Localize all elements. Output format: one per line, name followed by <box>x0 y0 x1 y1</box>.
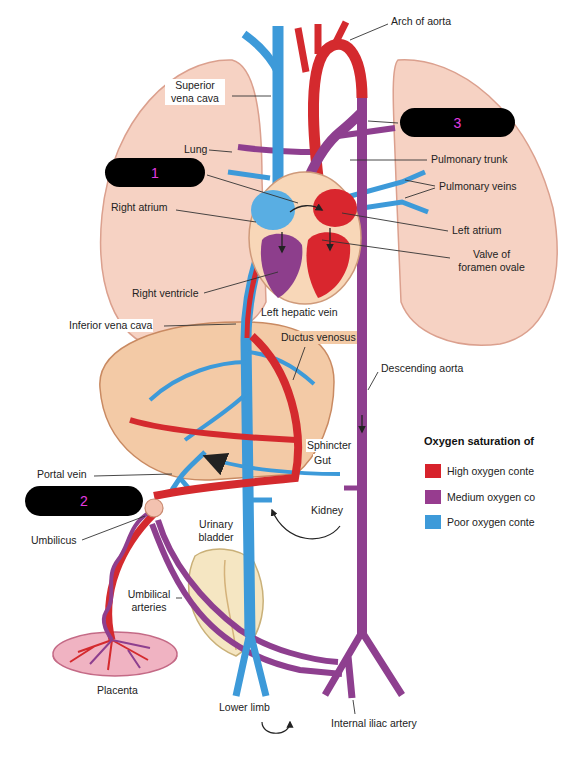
iliac-artery <box>325 632 402 698</box>
superior-vena-cava <box>273 26 284 192</box>
leader-line <box>207 175 298 203</box>
legend-swatch <box>425 490 441 504</box>
leader-line <box>350 24 388 40</box>
part-label: Valve of foramen ovale <box>453 248 530 274</box>
part-label: Oxygen saturation of <box>423 435 535 448</box>
portal-vein <box>172 452 205 490</box>
callout-box: 2 <box>25 486 143 516</box>
renal-artery <box>344 486 362 491</box>
leader-line <box>94 474 172 476</box>
part-label: Arch of aorta <box>390 15 452 28</box>
umbilicus <box>145 499 163 517</box>
part-label: Left atrium <box>451 224 503 237</box>
part-label: Right atrium <box>110 201 169 214</box>
part-label: Lung <box>183 143 208 156</box>
part-label: Umbilicus <box>30 534 78 547</box>
renal-vein <box>252 498 272 503</box>
arch-branch <box>298 22 346 72</box>
right-atrium <box>251 190 295 230</box>
leader-line <box>164 324 236 326</box>
part-label: Superior vena cava <box>165 79 225 105</box>
part-label: Gut <box>313 454 332 467</box>
part-label: Lower limb <box>218 701 271 714</box>
part-label: Internal iliac artery <box>330 717 418 730</box>
callout-number: 1 <box>151 165 159 181</box>
right-lung <box>393 60 557 345</box>
flow-arrow <box>329 228 330 250</box>
descending-aorta <box>357 96 367 636</box>
legend-row: Poor oxygen conte <box>425 514 535 530</box>
brachiocephalic-vein <box>244 34 278 72</box>
leader-line <box>204 272 278 293</box>
portal-branch <box>130 420 296 440</box>
part-label: Sphincter <box>306 439 352 452</box>
left-ventricle <box>306 232 350 298</box>
part-label: Portal vein <box>36 468 88 481</box>
umbilical-vein <box>154 336 298 496</box>
leader-line <box>82 516 145 540</box>
part-label: Descending aorta <box>380 362 464 375</box>
flow-arrow <box>281 232 282 252</box>
legend-text: Poor oxygen conte <box>447 516 535 528</box>
leader-line <box>209 150 232 152</box>
legend-row: Medium oxygen co <box>425 489 535 505</box>
part-label: Inferior vena cava <box>68 319 153 332</box>
legend-text: High oxygen conte <box>447 465 534 477</box>
part-label: Pulmonary trunk <box>430 153 508 166</box>
part-label: Left hepatic vein <box>260 306 338 319</box>
leader-line <box>342 213 448 231</box>
leader-line <box>232 96 271 97</box>
legend-text: Medium oxygen co <box>447 491 535 503</box>
pulmonary-vein <box>228 172 270 178</box>
leader-line <box>350 160 427 161</box>
callout-number: 3 <box>454 115 462 131</box>
part-label: Umbilical arteries <box>122 588 176 614</box>
part-label: Right ventricle <box>131 287 200 300</box>
leader-line <box>353 700 355 714</box>
lower-limb-flow-arrow <box>262 722 290 733</box>
legend-swatch <box>425 464 441 478</box>
callout-box: 1 <box>105 158 205 187</box>
leader-line <box>368 372 378 390</box>
part-label: Urinary bladder <box>190 518 242 544</box>
left-lung <box>101 60 266 348</box>
legend-swatch <box>425 515 441 529</box>
flow-arrow <box>361 415 362 432</box>
umbilical-cord-artery <box>104 512 150 640</box>
leader-line <box>176 598 182 599</box>
placental-artery <box>90 640 150 668</box>
callout-number: 2 <box>80 493 88 509</box>
part-label: Placenta <box>96 684 139 697</box>
legend-row: High oxygen conte <box>425 463 534 479</box>
part-label: Ductus venosus <box>280 331 357 344</box>
callout-box: 3 <box>400 108 515 137</box>
leader-line <box>176 210 256 222</box>
foramen-ovale-flow <box>290 206 322 212</box>
heart <box>249 172 361 304</box>
iliac-vein <box>236 632 266 696</box>
leader-line <box>368 121 398 123</box>
part-label: Kidney <box>310 504 344 517</box>
leader-line <box>293 347 305 380</box>
part-label: Pulmonary veins <box>438 180 518 193</box>
leader-line <box>322 240 450 258</box>
leader-line <box>405 180 435 198</box>
